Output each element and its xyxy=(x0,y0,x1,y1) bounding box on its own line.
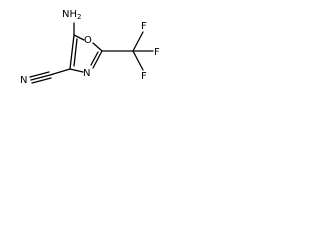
bond-c5-o1 xyxy=(73,34,85,41)
nitrile-nitrogen-label: N xyxy=(20,75,27,86)
bond-c2-n3 xyxy=(92,50,103,69)
fluorine-right-label: F xyxy=(154,47,160,58)
bond-nitrile-1 xyxy=(30,74,51,81)
bond-c4-c5 xyxy=(69,34,75,70)
bond-cf3-f-bottom xyxy=(132,50,144,71)
fluorine-top-label: F xyxy=(141,21,147,32)
bond-c4-cn xyxy=(49,68,71,76)
atom-labels: NH2 O N N F F F xyxy=(20,9,160,86)
amino-label: NH2 xyxy=(62,9,81,21)
fluorine-bottom-label: F xyxy=(141,71,147,82)
bonds xyxy=(29,22,154,84)
ring-nitrogen-label: N xyxy=(83,68,90,79)
bond-nitrile-2 xyxy=(29,71,50,78)
bond-c2-n3-inner xyxy=(90,51,99,66)
ring-oxygen-label: O xyxy=(84,35,92,46)
bond-o1-c2 xyxy=(92,42,103,52)
chemical-structure: NH2 O N N F F F xyxy=(20,9,160,86)
bond-cf3-f-top xyxy=(132,31,144,52)
bond-nitrile-3 xyxy=(31,77,52,84)
bond-c4-c5-inner xyxy=(73,38,78,67)
bond-n3-c4 xyxy=(69,68,84,73)
